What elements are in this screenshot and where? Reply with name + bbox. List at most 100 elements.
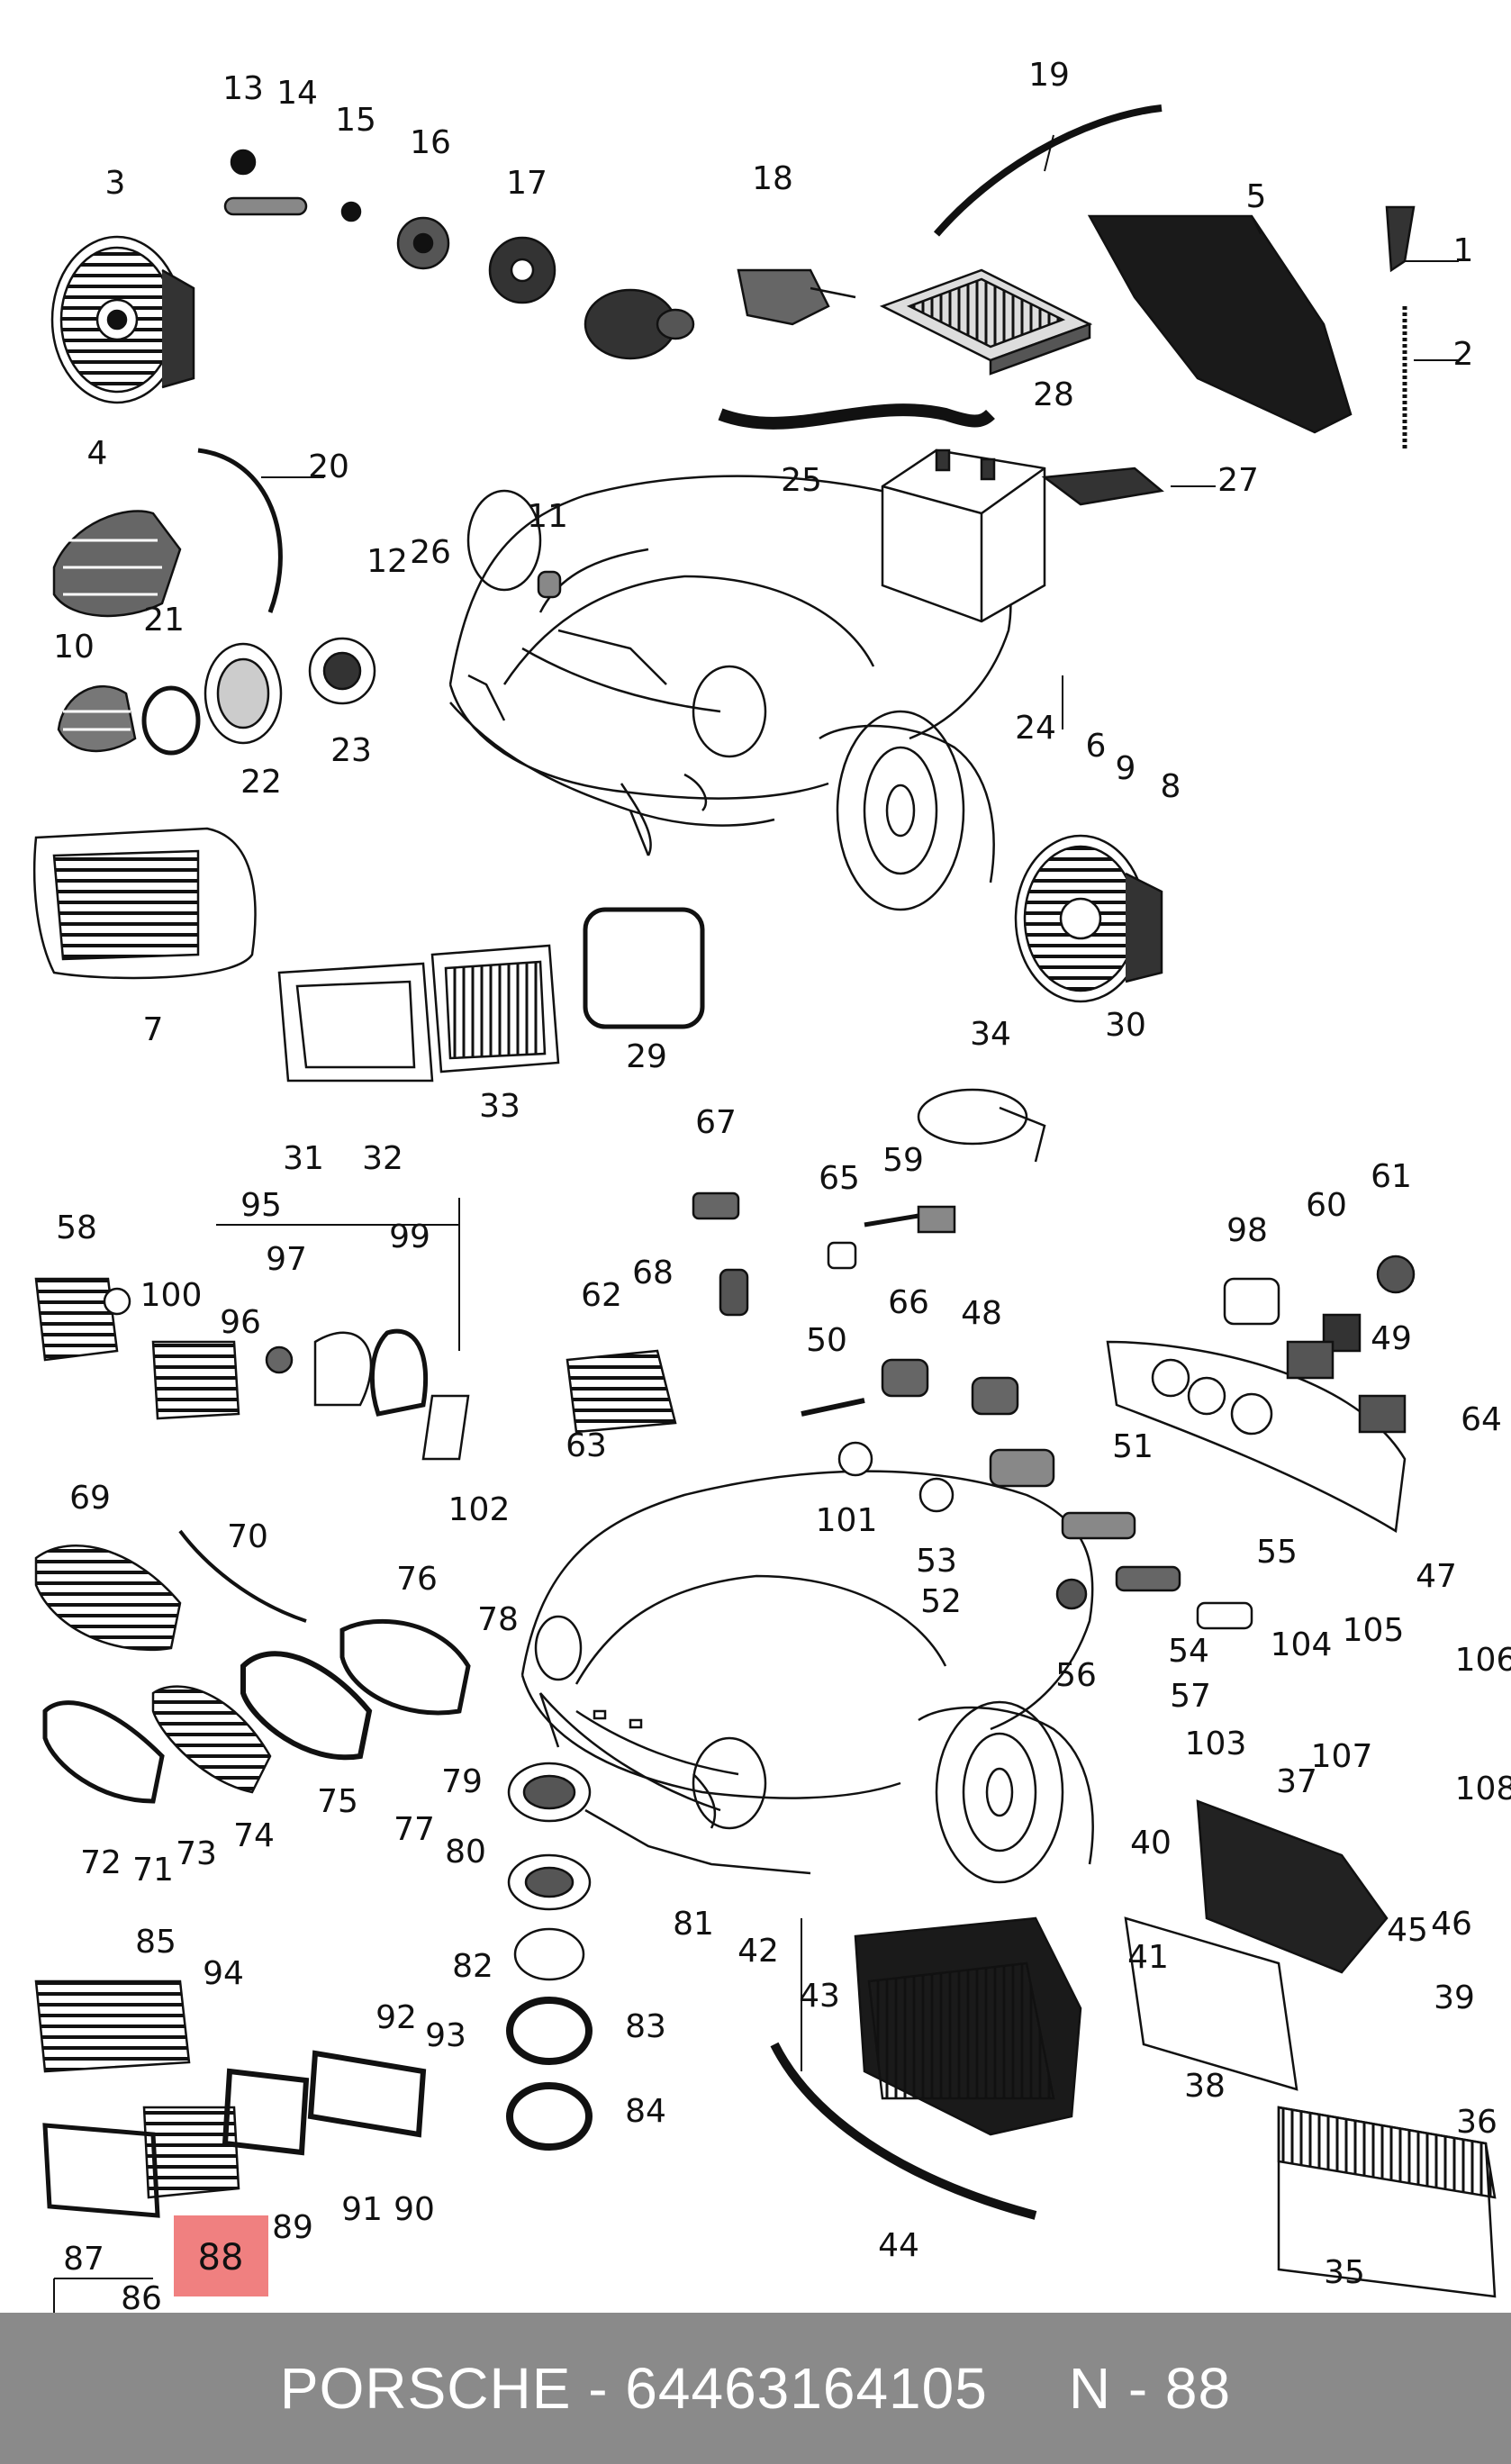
diagram-canvas: 1314151617181951232842025111226271021222… bbox=[32, 57, 1511, 2317]
callout-32: 32 bbox=[362, 1140, 403, 1177]
callout-95: 95 bbox=[240, 1187, 282, 1224]
callout-45: 45 bbox=[1387, 1912, 1428, 1949]
callout-48: 48 bbox=[961, 1295, 1002, 1332]
callout-7: 7 bbox=[143, 1011, 164, 1048]
callout-38: 38 bbox=[1184, 2068, 1226, 2105]
highlight-box bbox=[174, 2215, 268, 2296]
callout-70: 70 bbox=[227, 1518, 268, 1555]
callout-106: 106 bbox=[1455, 1642, 1511, 1679]
callout-59: 59 bbox=[882, 1142, 924, 1179]
callout-89: 89 bbox=[272, 2209, 313, 2246]
callout-100: 100 bbox=[140, 1277, 203, 1314]
callout-41: 41 bbox=[1127, 1939, 1169, 1976]
callout-19: 19 bbox=[1028, 57, 1070, 94]
callout-36: 36 bbox=[1456, 2104, 1497, 2141]
callout-11: 11 bbox=[527, 498, 568, 535]
callout-39: 39 bbox=[1434, 1979, 1475, 2016]
callout-73: 73 bbox=[176, 1835, 217, 1872]
callout-10: 10 bbox=[53, 629, 95, 666]
callout-91: 91 bbox=[341, 2191, 383, 2228]
callout-24: 24 bbox=[1015, 710, 1056, 747]
callout-65: 65 bbox=[819, 1160, 860, 1197]
callout-47: 47 bbox=[1416, 1558, 1457, 1595]
callout-101: 101 bbox=[816, 1502, 878, 1539]
callout-85: 85 bbox=[135, 1924, 176, 1961]
callout-12: 12 bbox=[366, 543, 408, 580]
callout-57: 57 bbox=[1170, 1678, 1211, 1715]
callout-83: 83 bbox=[625, 2008, 666, 2045]
leader-lines bbox=[53, 134, 1459, 2315]
callout-6: 6 bbox=[1086, 728, 1107, 765]
callout-35: 35 bbox=[1324, 2254, 1365, 2291]
callout-34: 34 bbox=[970, 1016, 1011, 1053]
callout-60: 60 bbox=[1306, 1187, 1347, 1224]
callout-79: 79 bbox=[441, 1763, 483, 1800]
highlighted-callout: 88 bbox=[198, 2237, 244, 2278]
callout-92: 92 bbox=[375, 1999, 417, 2036]
callout-105: 105 bbox=[1343, 1612, 1405, 1649]
callout-80: 80 bbox=[445, 1834, 486, 1871]
callout-77: 77 bbox=[394, 1811, 435, 1848]
callout-98: 98 bbox=[1226, 1212, 1268, 1249]
callout-64: 64 bbox=[1461, 1401, 1502, 1438]
callout-13: 13 bbox=[222, 70, 264, 107]
car-outline-lower bbox=[520, 1470, 1094, 1884]
callout-17: 17 bbox=[506, 165, 547, 202]
callout-49: 49 bbox=[1371, 1320, 1412, 1357]
callout-1: 1 bbox=[1453, 232, 1474, 269]
callout-94: 94 bbox=[203, 1955, 244, 1992]
callout-102: 102 bbox=[448, 1491, 511, 1528]
callout-62: 62 bbox=[581, 1277, 622, 1314]
callout-54: 54 bbox=[1168, 1633, 1209, 1670]
callout-42: 42 bbox=[737, 1933, 779, 1970]
callout-18: 18 bbox=[752, 160, 793, 197]
callout-72: 72 bbox=[80, 1844, 122, 1881]
callout-43: 43 bbox=[799, 1978, 840, 2015]
callout-9: 9 bbox=[1116, 750, 1136, 787]
part-shapes bbox=[32, 104, 1497, 2298]
callout-31: 31 bbox=[283, 1140, 324, 1177]
footer-ref: N - 88 bbox=[1068, 2356, 1232, 2421]
callout-103: 103 bbox=[1185, 1726, 1247, 1762]
callout-78: 78 bbox=[477, 1601, 519, 1638]
callout-104: 104 bbox=[1271, 1626, 1333, 1663]
callout-76: 76 bbox=[396, 1561, 438, 1598]
callout-5: 5 bbox=[1246, 178, 1267, 215]
callout-93: 93 bbox=[425, 2017, 466, 2054]
callout-58: 58 bbox=[56, 1209, 97, 1246]
car-outline-upper bbox=[448, 475, 1012, 911]
callout-87: 87 bbox=[63, 2241, 104, 2278]
callout-40: 40 bbox=[1130, 1825, 1172, 1862]
callout-33: 33 bbox=[479, 1088, 520, 1125]
callout-4: 4 bbox=[87, 435, 108, 472]
callout-51: 51 bbox=[1112, 1428, 1154, 1465]
callout-107: 107 bbox=[1311, 1738, 1373, 1775]
callout-50: 50 bbox=[806, 1322, 847, 1359]
callout-22: 22 bbox=[240, 764, 282, 801]
callout-44: 44 bbox=[878, 2227, 919, 2264]
callout-28: 28 bbox=[1033, 376, 1074, 413]
callout-108: 108 bbox=[1455, 1771, 1511, 1807]
callout-46: 46 bbox=[1431, 1906, 1472, 1943]
callout-90: 90 bbox=[394, 2191, 435, 2228]
callout-55: 55 bbox=[1256, 1534, 1298, 1571]
footer-bar: PORSCHE - 64463164105 N - 88 bbox=[0, 2313, 1511, 2464]
callout-97: 97 bbox=[266, 1241, 307, 1278]
callout-69: 69 bbox=[69, 1480, 111, 1517]
callout-71: 71 bbox=[132, 1852, 174, 1889]
callout-15: 15 bbox=[335, 102, 376, 139]
callout-29: 29 bbox=[626, 1038, 667, 1075]
callout-30: 30 bbox=[1105, 1007, 1146, 1044]
callout-81: 81 bbox=[673, 1906, 714, 1943]
callout-68: 68 bbox=[632, 1255, 674, 1291]
callout-21: 21 bbox=[143, 602, 185, 639]
footer-brand: PORSCHE - 64463164105 bbox=[279, 2356, 988, 2421]
callout-84: 84 bbox=[625, 2093, 666, 2130]
callout-8: 8 bbox=[1161, 768, 1181, 805]
callout-75: 75 bbox=[317, 1783, 358, 1820]
callout-20: 20 bbox=[308, 448, 349, 485]
callout-67: 67 bbox=[695, 1104, 737, 1141]
callout-14: 14 bbox=[276, 75, 318, 112]
